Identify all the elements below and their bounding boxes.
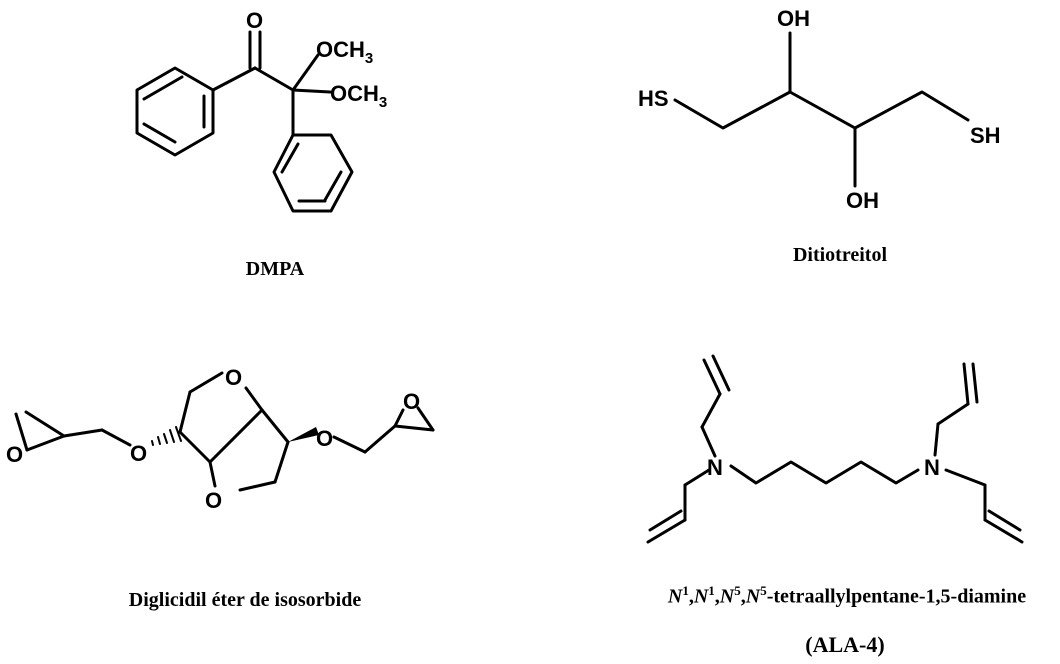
dmpa-carbonyl-oxygen: O: [246, 8, 263, 33]
isosorbide-structure: O O O O O O: [6, 365, 435, 513]
dmpa-phenyl-ring-bottom: [272, 133, 354, 213]
ditiotreitol-thiol-left: HS: [638, 86, 669, 111]
caption-dmpa: DMPA: [245, 258, 305, 280]
ditiotreitol-backbone: [673, 90, 970, 130]
ala4-pentane-chain: [729, 460, 920, 485]
dmpa-methoxy-subscript-1: 3: [365, 50, 373, 67]
isosorbide-ether-right-oxygen: O: [316, 426, 333, 451]
isosorbide-hashed-wedge: [151, 426, 182, 446]
ala4-nitrogen-right: N: [924, 455, 940, 480]
ditiotreitol-hydroxyl-bottom: OH: [846, 188, 879, 213]
isosorbide-ring-bottom-oxygen: O: [205, 488, 222, 513]
dmpa-methoxy-label-1: OCH: [316, 37, 365, 62]
isosorbide-epoxide-right-oxygen: O: [403, 389, 420, 414]
isosorbide-fusion-bond: [208, 408, 264, 464]
ala4-vinyl-upper-right: [962, 362, 970, 406]
dmpa-phenyl-ring-left: [135, 66, 215, 157]
ditiotreitol-hydroxyl-top: OH: [777, 6, 810, 31]
caption-ditiotreitol: Ditiotreitol: [792, 244, 888, 266]
ala4-vinyl-upper-left: [702, 358, 722, 396]
ala4-vinyl-lower-left: [646, 518, 687, 544]
caption-isosorbide: Diglicidil éter de isosorbide: [128, 589, 362, 611]
isosorbide-ether-left-oxygen: O: [130, 441, 147, 466]
caption-ala4-name: N1,N1,N5,N5-tetraallylpentane-1,5-diamin…: [667, 583, 1027, 608]
svg-text:OCH3: OCH3: [330, 81, 387, 111]
isosorbide-bold-wedge: [288, 427, 319, 442]
svg-text:OCH3: OCH3: [316, 37, 373, 67]
caption-ala4-code: (ALA-4): [805, 632, 885, 657]
isosorbide-epoxide-left-oxygen: O: [6, 442, 23, 467]
ala4-nitrogen-left: N: [707, 455, 723, 480]
dmpa-structure: O OCH3 OCH3: [135, 8, 387, 213]
dmpa-methoxy-label-2: OCH: [330, 81, 379, 106]
ditiotreitol-thiol-right: SH: [970, 123, 1001, 148]
isosorbide-epoxide-left: [25, 434, 66, 452]
ala4-vinyl-lower-right: [983, 518, 1024, 544]
ditiotreitol-structure: OH OH HS SH: [638, 6, 1001, 213]
isosorbide-ring-top-oxygen: O: [225, 365, 242, 390]
isosorbide-epoxide-right: [393, 424, 435, 432]
ala4-structure: N N: [646, 354, 1024, 544]
dmpa-methoxy-subscript-2: 3: [379, 94, 387, 111]
